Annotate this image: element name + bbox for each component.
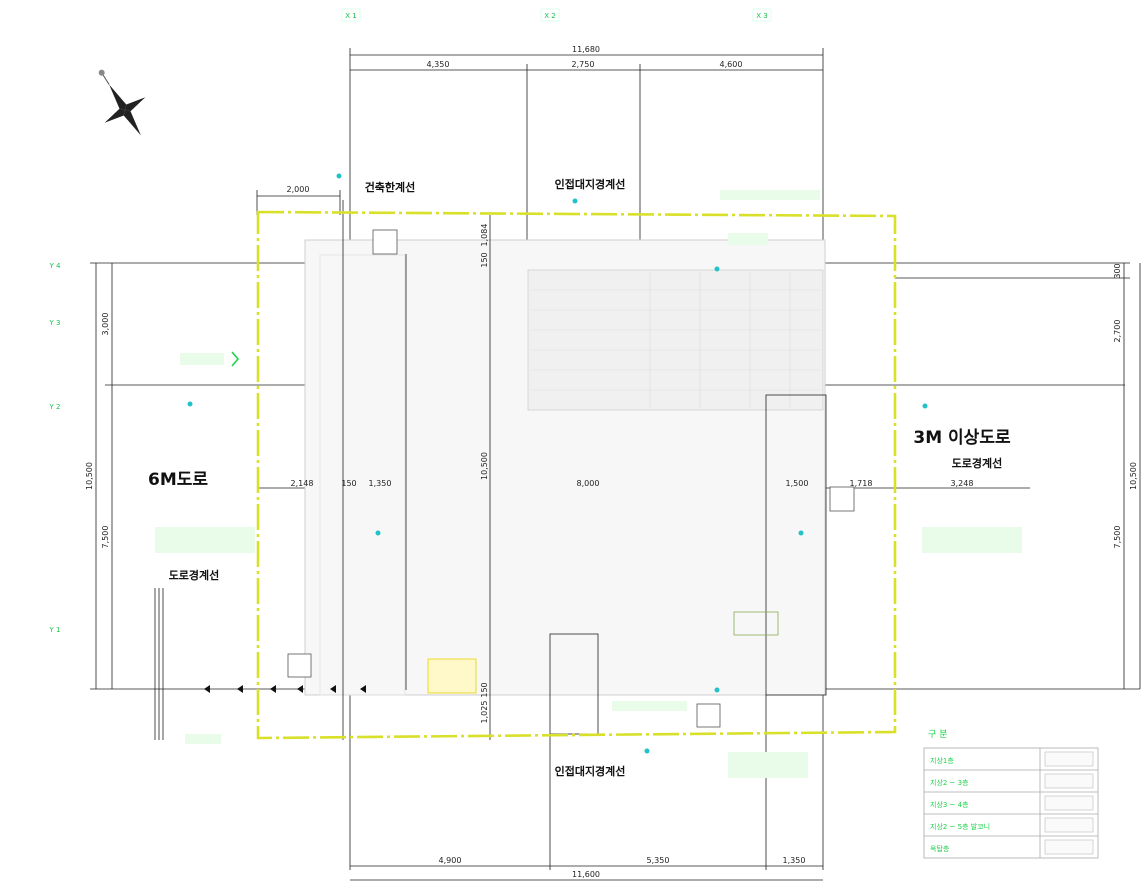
dim-bottom-seg-2: 5,350 [647, 856, 670, 865]
dim-bottom-seg-1: 4,900 [439, 856, 462, 865]
svg-text:X 1: X 1 [345, 12, 356, 20]
legend-row-5: 옥탑층 [930, 844, 950, 853]
dim-left-upper: 3,000 [101, 313, 110, 336]
dim-bottom-seg-3: 1,350 [783, 856, 806, 865]
label-road-boundary-right: 도로경계선 [952, 456, 1003, 470]
dim-right-total: 10,500 [1129, 462, 1138, 490]
dim-mid-7: 3,248 [951, 479, 974, 488]
dim-top-vertical-1: 150 [480, 252, 489, 267]
dim-top-total: 11,680 [572, 45, 600, 54]
left-grid-markers: Y 4 Y 3 Y 2 Y 1 [49, 262, 62, 634]
north-arrow-icon [98, 69, 146, 136]
dim-right-lower: 7,500 [1113, 526, 1122, 549]
dim-top-seg-1: 4,350 [427, 60, 450, 69]
dim-right-upper: 2,700 [1113, 320, 1122, 343]
marker-dots [187, 173, 928, 754]
dim-top-vertical-2: 1,084 [480, 224, 489, 247]
svg-text:X 2: X 2 [544, 12, 555, 20]
label-building-line: 건축한계선 [365, 180, 416, 194]
dim-mid-6: 1,718 [850, 479, 873, 488]
label-neighbor-boundary-top: 인접대지경계선 [555, 177, 626, 191]
svg-text:Y 1: Y 1 [49, 626, 61, 634]
dim-left-lower: 7,500 [101, 526, 110, 549]
svg-text:X 3: X 3 [756, 12, 767, 20]
dim-mid-2: 150 [341, 479, 356, 488]
svg-text:Y 4: Y 4 [49, 262, 62, 270]
dim-mid-3: 1,350 [369, 479, 392, 488]
dim-top-seg-3: 4,600 [720, 60, 743, 69]
legend-row-2: 지상2 ~ 3층 [930, 778, 969, 787]
dim-bottom-vertical-1: 1,025 [480, 701, 489, 724]
legend-row-4: 지상2 ~ 5층 발코니 [930, 822, 990, 831]
dim-mid-1: 2,148 [291, 479, 314, 488]
building-footprint [304, 239, 826, 696]
legend-table: 구 분 지상1층 지상2 ~ 3층 지상3 ~ 4층 지상2 ~ 5층 발코니 … [923, 729, 1099, 859]
green-annotations [155, 190, 1022, 778]
dim-setback: 2,000 [287, 185, 310, 194]
legend-row-3: 지상3 ~ 4층 [930, 800, 969, 809]
legend-title: 구 분 [928, 729, 947, 740]
legend-row-1: 지상1층 [930, 756, 954, 765]
site-boundary [256, 210, 897, 740]
svg-text:Y 2: Y 2 [49, 403, 61, 411]
dim-mid-4: 8,000 [577, 479, 600, 488]
dim-right-top: 300 [1113, 263, 1122, 278]
label-road-boundary-left: 도로경계선 [169, 568, 220, 582]
road-direction-arrows [204, 685, 366, 693]
label-road-6m: 6M도로 [148, 470, 208, 490]
label-neighbor-boundary-bottom: 인접대지경계선 [555, 764, 626, 778]
dim-mid-vertical: 10,500 [480, 452, 489, 480]
label-road-3m: 3M 이상도로 [913, 428, 1011, 448]
svg-text:Y 3: Y 3 [49, 319, 61, 327]
dim-top-seg-2: 2,750 [572, 60, 595, 69]
dim-mid-5: 1,500 [786, 479, 809, 488]
dim-bottom-vertical-2: 150 [480, 682, 489, 697]
dim-bottom-total: 11,600 [572, 870, 600, 879]
yellow-annotation [427, 658, 477, 694]
dim-left-total: 10,500 [85, 462, 94, 490]
top-grid-markers: X 1 X 2 X 3 [341, 8, 772, 22]
